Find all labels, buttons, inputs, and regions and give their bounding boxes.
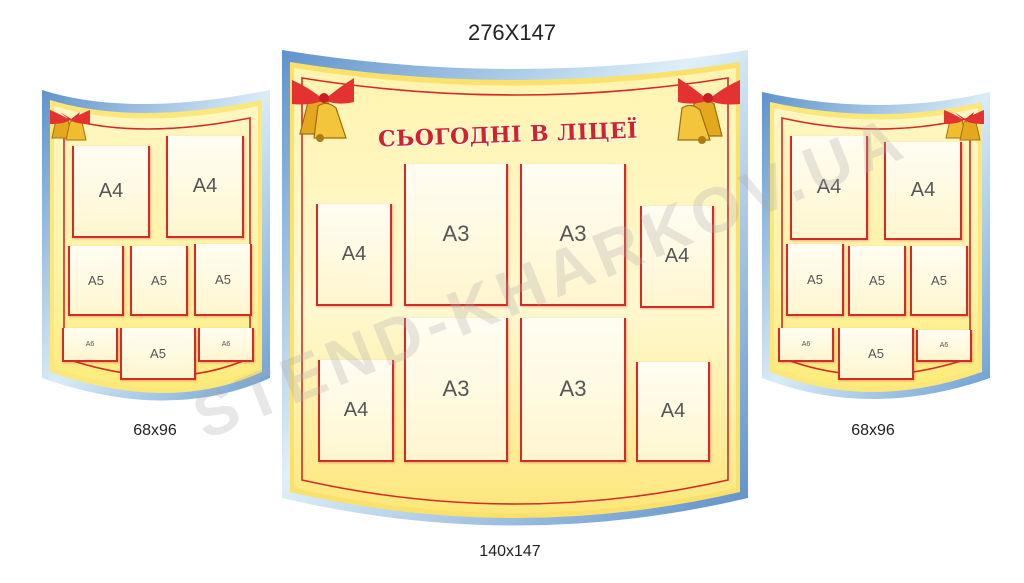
bell-icon xyxy=(292,78,354,142)
pocket: A4 xyxy=(790,136,868,240)
bell-icon xyxy=(50,110,90,141)
pocket: A5 xyxy=(130,246,188,316)
pocket: A4 xyxy=(72,146,150,238)
bell-icon xyxy=(944,110,984,141)
left-board: A4 A4 A5 A5 A5 A6 A5 A6 xyxy=(40,88,272,418)
dimension-label-center-top: 276X147 xyxy=(467,20,557,45)
pocket: A6 xyxy=(778,328,834,362)
pocket: A4 xyxy=(640,206,714,308)
bells-center-right xyxy=(664,70,750,156)
pocket: A4 xyxy=(166,136,244,238)
bells-right xyxy=(936,102,992,152)
pocket: A6 xyxy=(62,328,118,362)
pocket: A6 xyxy=(198,328,254,362)
bells-left xyxy=(42,102,98,152)
pocket: A6 xyxy=(916,330,972,362)
center-board: A4 A3 A3 A4 A4 A3 A3 A4 xyxy=(280,48,750,540)
pocket: A4 xyxy=(636,362,710,462)
pocket: A4 xyxy=(884,142,962,240)
right-board: A4 A4 A5 A5 A5 A6 A5 A6 xyxy=(760,90,992,416)
pocket: A4 xyxy=(318,360,394,462)
pocket: A3 xyxy=(520,164,626,306)
dimension-label-center-bottom: 140x147 xyxy=(479,543,541,560)
pocket: A5 xyxy=(120,328,196,380)
pocket: A4 xyxy=(316,204,392,306)
pocket: A3 xyxy=(520,318,626,462)
pocket: A5 xyxy=(910,246,968,316)
pocket: A5 xyxy=(848,246,906,316)
pocket: A3 xyxy=(404,164,508,306)
bells-center-left xyxy=(282,70,368,156)
pocket: A3 xyxy=(404,318,508,462)
pocket: A5 xyxy=(194,244,252,316)
dimension-label-left: 68x96 xyxy=(133,422,177,439)
dimension-label-right: 68x96 xyxy=(851,422,895,439)
pocket: A5 xyxy=(786,244,844,316)
pocket: A5 xyxy=(68,246,124,316)
pocket: A5 xyxy=(838,328,914,380)
bell-icon xyxy=(677,78,740,144)
